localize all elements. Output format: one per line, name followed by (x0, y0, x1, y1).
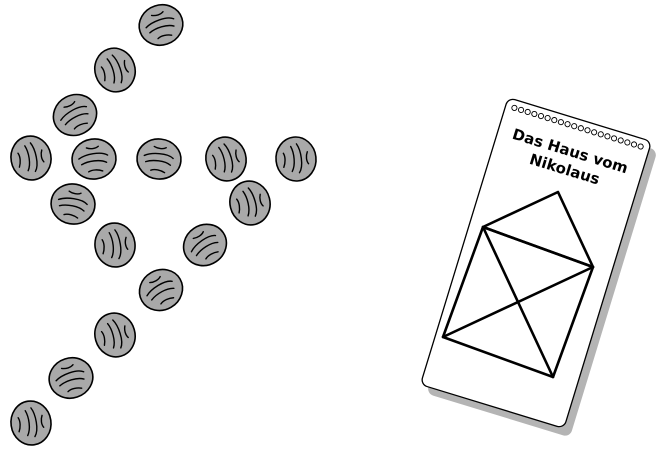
walnut-icon (176, 216, 235, 274)
walnut-icon (134, 0, 188, 51)
walnut-icon (44, 352, 98, 404)
walnut-icon (48, 180, 98, 227)
nikolaus-card: Das Haus vom Nikolaus (420, 98, 657, 438)
walnut-icon (132, 262, 190, 319)
walnut-icon (225, 177, 274, 229)
walnut-icon (8, 398, 54, 447)
walnut-arrangement (7, 0, 318, 448)
walnut-icon (46, 87, 104, 143)
walnut-icon (89, 43, 141, 97)
walnut-icon (92, 220, 138, 269)
walnut-icon (135, 137, 183, 181)
walnut-icon (90, 308, 141, 361)
walnut-icon (201, 133, 251, 186)
walnut-icon (274, 135, 318, 183)
walnut-icon (7, 133, 54, 183)
walnut-icon (69, 136, 118, 182)
